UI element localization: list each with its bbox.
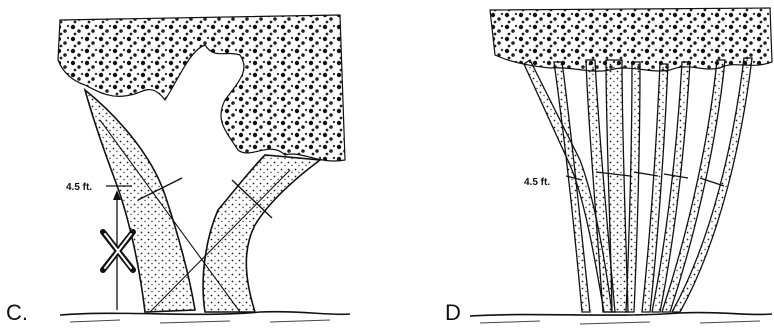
panel-d-label: D — [445, 300, 461, 326]
panel-c-measure-label: 4.5 ft. — [66, 182, 92, 193]
panel-d-canopy — [490, 8, 772, 71]
x-mark-icon — [103, 232, 133, 270]
panel-d: 4.5 ft. — [470, 8, 772, 324]
panel-d-measure-label: 4.5 ft. — [524, 177, 550, 188]
panel-c: 4.5 ft. — [58, 15, 350, 323]
panel-c-label: C. — [6, 300, 28, 326]
panel-c-trunk-right — [203, 155, 320, 312]
panel-c-trunk-left — [85, 90, 195, 312]
panel-d-ground — [470, 313, 772, 316]
